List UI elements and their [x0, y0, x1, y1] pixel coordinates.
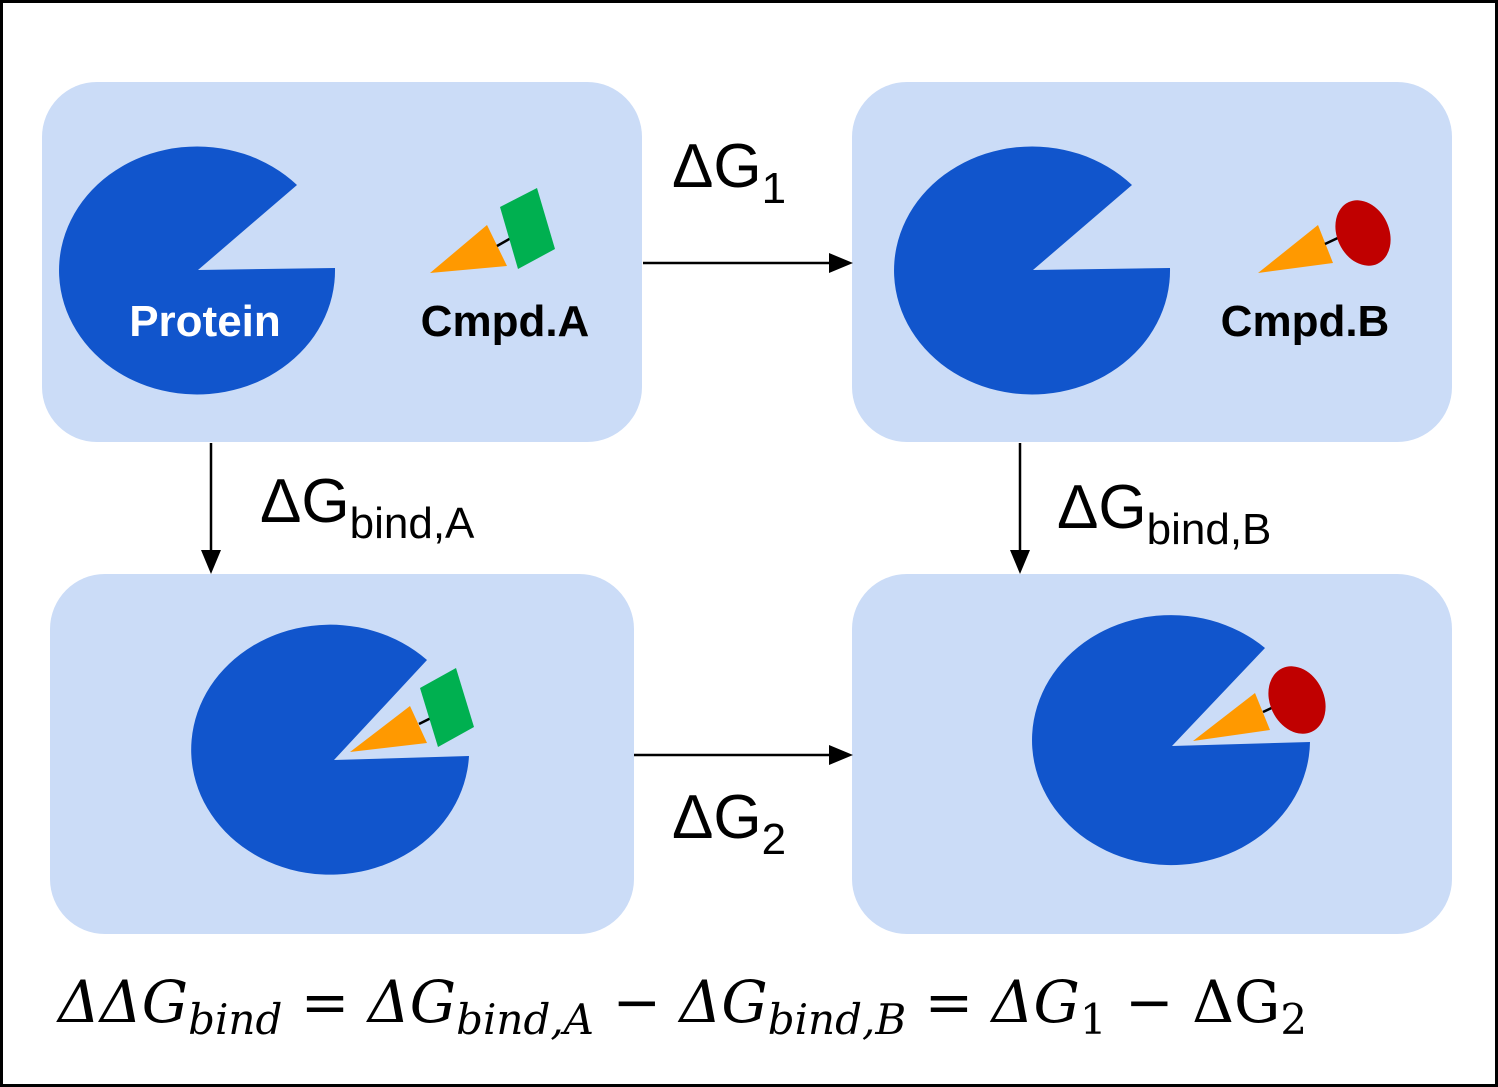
label-dg-bind-b: ΔGbind,B: [1057, 473, 1271, 554]
protein-shape-b: [894, 146, 1171, 395]
green-group-shape: [420, 668, 474, 747]
bound-compound-b-icon: [1193, 666, 1326, 741]
cmpd-a-label: Cmpd.A: [421, 297, 590, 346]
label-dg2: ΔG2: [672, 783, 786, 864]
compound-b-icon: [1258, 200, 1391, 273]
cone-shape: [350, 706, 427, 752]
compound-a-icon: [430, 188, 555, 273]
protein-shape-a: [59, 146, 336, 395]
protein-label: Protein: [129, 297, 281, 346]
bound-compound-a-icon: [350, 668, 474, 752]
cone-shape: [1258, 225, 1333, 273]
arrow-dg2: [634, 745, 853, 765]
cone-shape: [1193, 693, 1270, 741]
ddg-equation: ΔΔGbind = ΔGbind,A − ΔGbind,B = ΔG1 − ΔG…: [56, 968, 1307, 1044]
arrow-dg1: [643, 253, 853, 273]
cone-shape: [430, 225, 507, 273]
arrow-dg-bind-b: [1010, 443, 1030, 574]
red-group-shape: [1335, 200, 1391, 266]
arrow-dg-bind-a: [201, 443, 221, 574]
protein-shape-complex-a: [191, 624, 470, 875]
linker-line: [496, 236, 512, 248]
green-group-shape: [500, 188, 555, 269]
panel-complex-a: [50, 574, 634, 934]
red-group-shape: [1268, 666, 1326, 734]
cmpd-b-label: Cmpd.B: [1221, 297, 1390, 346]
protein-shape-complex-b: [1032, 615, 1310, 866]
label-dg-bind-a: ΔGbind,A: [260, 467, 475, 548]
label-dg1: ΔG1: [672, 132, 786, 213]
